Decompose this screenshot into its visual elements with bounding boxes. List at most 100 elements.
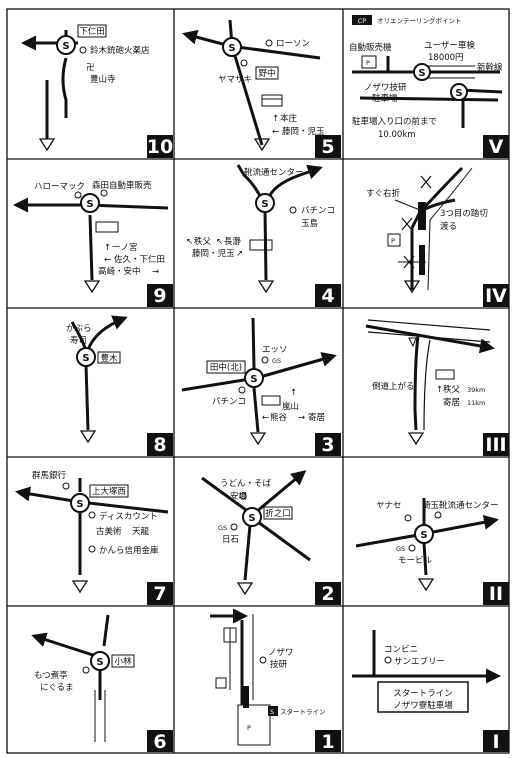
railroad-crossing-icon <box>401 175 432 269</box>
svg-text:→: → <box>152 267 159 277</box>
svg-text:P: P <box>366 59 370 67</box>
panel-number-4: 4 <box>321 285 334 307</box>
label-price: 18000円 <box>428 53 464 63</box>
panel-number-9: 9 <box>153 285 166 307</box>
distance-chichibu: 39km <box>467 386 485 394</box>
panel-number-1: 1 <box>321 731 334 753</box>
cp-badge: CP <box>358 17 367 25</box>
label-side-road-up: 側道上がる <box>372 381 415 392</box>
label-lawson: ローソン <box>276 39 310 49</box>
label-turn-right-soon: すぐ右折 <box>366 188 401 199</box>
label-saku-shimonita: 佐久・下仁田 <box>114 254 165 265</box>
label-tenryu: 天龍 <box>132 526 150 537</box>
label-cross: 渡る <box>440 221 457 232</box>
svg-text:↗: ↗ <box>236 249 243 259</box>
svg-text:→: → <box>298 413 305 423</box>
svg-text:S: S <box>248 513 255 524</box>
svg-text:←: ← <box>104 255 111 265</box>
label-toyoki: 豊木 <box>100 353 118 364</box>
panel-5: S ローソン ヤマザキ 野中 ↑ 本庄 ← 藤岡・児玉 5 <box>182 19 341 158</box>
svg-text:S: S <box>250 374 257 385</box>
label-nagatoro: 長瀞 <box>224 236 242 247</box>
label-orienteering-point: オリエンテーリングポイント <box>377 16 462 25</box>
label-nozawa-giken: ノザワ技研 <box>364 82 407 93</box>
label-kumagaya: 熊谷 <box>270 412 288 423</box>
panel-2: S うどん・そば 安場 折之口 GS 日石 2 <box>201 470 341 605</box>
label-parking-entrance: 駐車場入り口の前まで <box>352 116 437 127</box>
label-sushi: 寿司 <box>70 335 87 346</box>
label-esso: エッソ <box>262 345 288 355</box>
label-gs-2: GS <box>218 524 227 532</box>
panel-number-III: III <box>485 434 506 456</box>
label-convenience-store: コンビニ <box>384 645 418 655</box>
label-chichibu: 秩父 <box>194 236 212 247</box>
panel-number-I: I <box>492 731 499 753</box>
label-third-crossing: 3つ目の踏切 <box>440 208 488 219</box>
label-nozawa-1: ノザワ <box>268 648 294 658</box>
label-gs-II: GS <box>396 545 405 553</box>
label-tamashima: 玉島 <box>301 218 319 229</box>
label-ichinomiya: 一ノ宮 <box>112 242 138 253</box>
label-distance-10km: 10.00km <box>378 130 416 140</box>
label-shinkansen: 新幹線 <box>477 62 503 73</box>
panel-4: S 靴流通センター パチンコ 玉島 ↖ 秩父 ↖ 長瀞 藤岡・児玉 ↗ 4 <box>186 164 341 307</box>
label-nisseki: 日石 <box>222 535 239 545</box>
panel-V: CP オリエンテーリングポイント 自動販売機 ユーザー車検 18000円 P 新… <box>349 15 509 158</box>
grid-frame <box>6 8 510 754</box>
label-hello-mac: ハローマック <box>34 182 85 192</box>
panel-number-10: 10 <box>147 136 173 158</box>
svg-text:↖: ↖ <box>216 237 223 247</box>
label-shoe-center: 靴流通センター <box>244 167 304 178</box>
panel-6: S もつ煮亭 にぐるま 小林 6 <box>31 614 173 753</box>
svg-text:↑: ↑ <box>436 385 443 395</box>
label-yanase: ヤナセ <box>376 501 402 511</box>
start-badge: S <box>270 708 274 716</box>
panel-1: ノザワ 技研 P S スタートライン 1 <box>210 608 341 753</box>
label-yorii: 寄居 <box>308 412 325 423</box>
svg-text:S: S <box>76 499 83 510</box>
label-user-inspection: ユーザー車検 <box>424 40 475 51</box>
svg-text:←: ← <box>272 127 279 137</box>
label-motsuni-tei: もつ煮亭 <box>34 670 68 681</box>
label-shimonita: 下仁田 <box>79 26 105 37</box>
label-morita-auto: 森田自動車販売 <box>92 180 152 191</box>
label-giken-1: 技研 <box>270 659 288 670</box>
svg-text:↑: ↑ <box>290 388 297 398</box>
label-pachinko-3: パチンコ <box>212 397 246 407</box>
label-udon-soba: うどん・そば <box>220 479 272 489</box>
svg-text:S: S <box>261 199 268 210</box>
temple-icon: 卍 <box>86 63 95 73</box>
label-niguruma: にぐるま <box>40 683 74 693</box>
panel-number-7: 7 <box>153 583 166 605</box>
label-kanra-credit: かんら信用金庫 <box>99 545 159 556</box>
label-fujioka-kodama-4: 藤岡・児玉 <box>192 248 235 259</box>
label-suzuki-gun-shop: 鈴木銃砲火薬店 <box>90 45 150 56</box>
label-saitama-shoe-center: 埼玉靴流通センター <box>422 500 499 511</box>
svg-text:S: S <box>86 199 93 210</box>
label-nozawa-dorm-parking: ノザワ寮駐車場 <box>393 700 453 711</box>
panel-7: S 群馬銀行 上大塚西 ディスカウント 古美術 天龍 かんら信用金庫 7 <box>15 470 173 605</box>
svg-text:S: S <box>96 657 103 668</box>
label-kobayashi: 小林 <box>114 656 132 667</box>
label-antique: 古美術 <box>96 526 122 537</box>
label-pachinko: パチンコ <box>301 206 335 216</box>
svg-text:GS: GS <box>272 357 281 365</box>
panel-10: S 下仁田 鈴木銃砲火薬店 卍 豊山寺 10 <box>21 24 173 158</box>
label-honjo: 本庄 <box>280 113 298 124</box>
label-yorii-3: 寄居 <box>443 397 460 408</box>
label-yamazaki: ヤマザキ <box>218 75 252 85</box>
panel-II: S ヤナセ 埼玉靴流通センター GS モービル II <box>355 498 509 605</box>
panel-9: S ハローマック 森田自動車販売 ↑ 一ノ宮 ← 佐久・下仁田 高崎・安中 → … <box>12 180 173 307</box>
panel-III: 側道上がる ↑ 秩父 39km 寄居 11km III <box>365 319 509 456</box>
panel-number-II: II <box>489 583 503 605</box>
label-orinokuchi: 折之口 <box>265 508 291 519</box>
svg-text:S: S <box>418 68 425 79</box>
start-line-box <box>377 681 469 713</box>
panel-number-8: 8 <box>153 434 166 456</box>
label-kamiotsuka-nishi: 上大塚西 <box>92 486 126 497</box>
panel-IV: すぐ右折 3つ目の踏切 渡る P IV <box>366 166 509 307</box>
label-tanaka-north: 田中(北) <box>210 362 242 373</box>
svg-text:S: S <box>455 88 462 99</box>
label-ranzan: 嵐山 <box>282 401 299 412</box>
